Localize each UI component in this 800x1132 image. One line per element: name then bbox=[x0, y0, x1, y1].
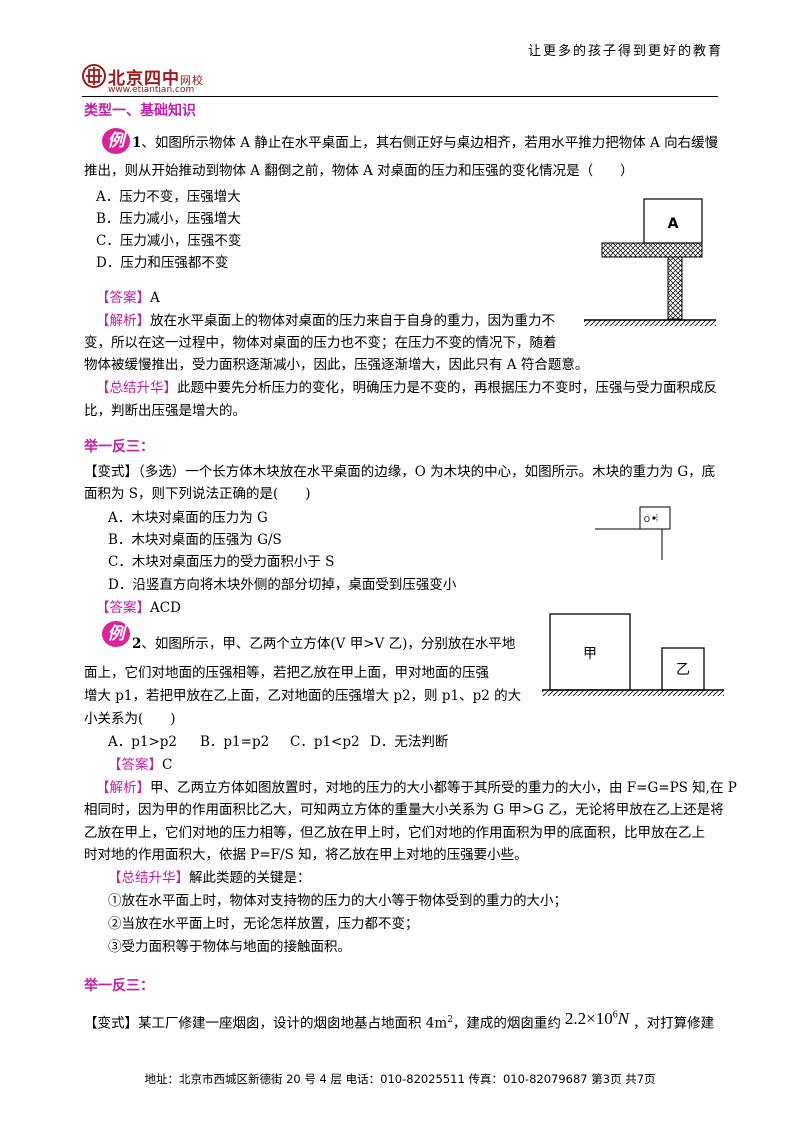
ex1-answer: 【答案】A bbox=[96, 290, 160, 306]
var1-question-line1: 【变式】（多选）一个长方体木块放在水平桌面的边缘，O 为木块的中心，如图所示。木… bbox=[84, 464, 716, 480]
var1-answer: 【答案】ACD bbox=[96, 600, 181, 616]
ex2-question-line1: 2、如图所示，甲、乙两个立方体(V 甲>V 乙)，分别放在水平地 bbox=[132, 636, 516, 652]
ex2-point-3: ③受力面积等于物体与地面的接触面积。 bbox=[108, 939, 351, 955]
cube-yi bbox=[661, 647, 705, 691]
var1-option-b: B．木块对桌面的压强为 G/S bbox=[108, 532, 282, 548]
section-title-basic: 类型一、基础知识 bbox=[84, 103, 196, 119]
ex2-answer: 【答案】C bbox=[108, 757, 173, 773]
ex1-question-line2: 推出，则从开始推动到物体 A 翻倒之前，物体 A 对桌面的压力和压强的变化情况是… bbox=[84, 163, 634, 179]
cube-yi-label: 乙 bbox=[676, 662, 690, 678]
table-top bbox=[601, 242, 703, 258]
logo-icon bbox=[82, 64, 106, 92]
ex2-analysis-line4: 时对地的作用面积大，依据 P=F/S 知，将乙放在甲上对地的压强要小些。 bbox=[84, 847, 528, 863]
block-a-label: A bbox=[668, 216, 679, 232]
table-leg bbox=[667, 256, 683, 320]
ex2-option-b: B．p1=p2 bbox=[200, 734, 270, 750]
ex1-analysis-line3: 物体被缓慢推出，受力面积逐渐减小，因此，压强逐渐增大，因此只有 A 符合题意。 bbox=[84, 357, 589, 373]
var1-question-line2: 面积为 S，则下列说法正确的是( ) bbox=[84, 486, 311, 502]
section-title-practice-1: 举一反三： bbox=[84, 439, 154, 455]
ex1-option-a: A．压力不变，压强增大 bbox=[96, 189, 241, 205]
var1-option-d: D．沿竖直方向将木块外侧的部分切掉，桌面受到压强变小 bbox=[108, 577, 457, 593]
ex1-summary-line1: 【总结升华】此题中要先分析压力的变化，明确压力是不变的，再根据压力不变时，压强与… bbox=[96, 380, 717, 396]
example-badge: 例 bbox=[102, 128, 130, 154]
example-badge-2: 例 bbox=[102, 621, 130, 647]
ex1-option-b: B．压力减小，压强增大 bbox=[96, 211, 241, 227]
ex2-summary: 【总结升华】解此类题的关键是： bbox=[108, 870, 311, 886]
cube-jia-label: 甲 bbox=[583, 646, 597, 662]
ex1-analysis-line2: 变，所以在这一过程中，物体对桌面的压力也不变；在压力不变的情况下，随着 bbox=[84, 335, 557, 351]
section-title-practice-2: 举一反三： bbox=[84, 978, 154, 994]
ex1-option-c: C．压力减小，压强不变 bbox=[96, 233, 242, 249]
ex2-question-line4: 小关系为( ) bbox=[84, 711, 176, 727]
var1-option-a: A．木块对桌面的压力为 G bbox=[108, 510, 268, 526]
var1-figure: O bbox=[590, 502, 725, 566]
ex2-question-line3: 增大 p1，若把甲放在乙上面，乙对地面的压强增大 p2，则 p1、p2 的大 bbox=[84, 688, 522, 704]
ex2-option-c: C．p1<p2 bbox=[290, 734, 360, 750]
ex2-option-a: A．p1>p2 bbox=[108, 734, 178, 750]
page-footer: 地址：北京市西城区新德街 20 号 4 层 电话：010-82025511 传真… bbox=[144, 1072, 656, 1086]
ex2-analysis-line3: 乙放在甲上，它们对地的压力相等，但乙放在甲上时，它们对地的作用面积为甲的底面积，… bbox=[84, 825, 705, 841]
ex1-summary-line2: 比，判断出压强是增大的。 bbox=[84, 403, 246, 419]
ex2-point-2: ②当放在水平面上时，无论怎样放置，压力都不变； bbox=[108, 916, 419, 932]
logo-name: 北京四中网校 bbox=[108, 69, 204, 89]
ex2-option-d: D．无法判断 bbox=[370, 734, 449, 750]
header-divider bbox=[82, 96, 718, 97]
ex2-analysis-line1: 【解析】甲、乙两立方体如图放置时，对地的压力的大小都等于其所受的重力的大小，由 … bbox=[96, 780, 737, 796]
ex1-option-d: D．压力和压强都不变 bbox=[96, 255, 229, 271]
ex1-figure: A bbox=[578, 198, 728, 347]
logo-url: www.etiantian.com bbox=[108, 85, 195, 95]
cube-jia bbox=[549, 613, 631, 691]
ex2-figure: 甲 乙 bbox=[538, 606, 728, 706]
ex1-question-line1: 1、如图所示物体 A 静止在水平桌面上，其右侧正好与桌边相齐，若用水平推力把物体… bbox=[132, 135, 719, 151]
header-slogan: 让更多的孩子得到更好的教育 bbox=[528, 44, 724, 59]
var1-option-c: C．木块对桌面压力的受力面积小于 S bbox=[108, 554, 335, 570]
ex2-question-line2: 面上，它们对地面的压强相等，若把乙放在甲上面，甲对地面的压强 bbox=[84, 665, 489, 681]
ex2-point-1: ①放在水平面上时，物体对支持物的压力的大小等于物体受到的重力的大小； bbox=[108, 893, 567, 909]
ex2-analysis-line2: 相同时，因为甲的作用面积比乙大，可知两立方体的重量大小关系为 G 甲>G 乙，无… bbox=[84, 802, 724, 818]
block-center-label: O bbox=[644, 515, 650, 524]
ex1-analysis-line1: 【解析】放在水平桌面上的物体对桌面的压力来自于自身的重力，因为重力不 bbox=[96, 313, 555, 329]
